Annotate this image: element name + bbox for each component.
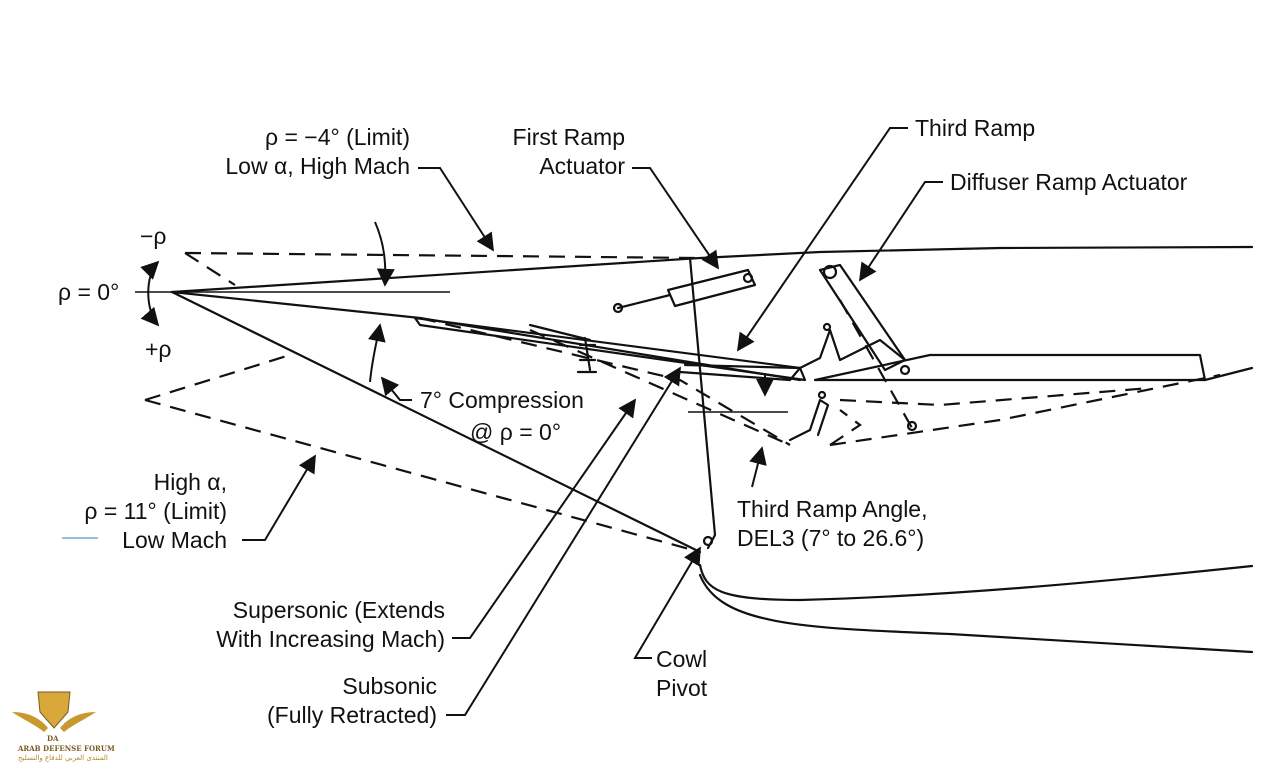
- ramp-dashed-2: [529, 328, 791, 447]
- diffuser-pin-3: [906, 420, 918, 432]
- first-ramp-label-2: Actuator: [539, 153, 625, 179]
- watermark-name: ARAB DEFENSE FORUM: [17, 744, 115, 753]
- rho-limit-neg-label-1: ρ = −4° (Limit): [265, 124, 410, 150]
- rho-neg4-dashed-line: [184, 251, 701, 260]
- high-alpha-leader: [242, 454, 316, 541]
- compression-label-2: @ ρ = 0°: [470, 419, 561, 445]
- rho-neg4-dashed-tip: [184, 252, 236, 286]
- angle-arrow-lower: [367, 323, 386, 383]
- compression-label-1: 7° Compression: [420, 387, 584, 413]
- first-ramp-leader: [632, 167, 720, 270]
- linkage-pin-2: [817, 390, 827, 400]
- diffuser-ramp-label: Diffuser Ramp Actuator: [950, 169, 1188, 195]
- cowl-lip-lower: [698, 573, 1254, 654]
- watermark-arabic: المنتدى العربي للدفاع والتسليح: [18, 754, 108, 762]
- upper-surface-line: [170, 245, 1254, 294]
- high-alpha-label-1: High α,: [154, 469, 227, 495]
- diffuser-dashed-1: [839, 386, 1151, 407]
- diffuser-leader: [859, 181, 943, 282]
- linkage-lower: [788, 398, 830, 442]
- actuator-cylinder: [666, 268, 757, 308]
- ramp-link: [528, 323, 592, 342]
- rho-neg4-leader: [418, 167, 494, 252]
- shield-icon: [37, 691, 71, 729]
- third-ramp-plate: [678, 363, 802, 382]
- linkage-pin-1: [822, 322, 832, 332]
- high-alpha-label-2: ρ = 11° (Limit): [84, 498, 227, 524]
- second-ramp-plate: [413, 316, 807, 382]
- rho-limit-neg-label-2: Low α, High Mach: [225, 153, 410, 179]
- cowl-pivot-point: [702, 535, 714, 547]
- subsonic-leader: [446, 366, 681, 716]
- rho-zero-label: ρ = 0°: [58, 279, 119, 305]
- third-ramp-label: Third Ramp: [915, 115, 1035, 141]
- pos-rho-label: +ρ: [145, 336, 172, 362]
- cowl-label-1: Cowl: [656, 646, 707, 672]
- cowl-lip-upper: [698, 563, 1254, 602]
- leaders: [140, 127, 943, 716]
- diffuser-dashed-2: [829, 373, 1221, 447]
- compression-leader: [380, 376, 412, 401]
- third-ramp-angle-label-2: DEL3 (7° to 26.6°): [737, 525, 924, 551]
- cowl-label-2: Pivot: [656, 675, 708, 701]
- subsonic-label-2: (Fully Retracted): [267, 702, 437, 728]
- first-ramp-label-1: First Ramp: [513, 124, 625, 150]
- high-alpha-dashed-lower: [144, 398, 701, 554]
- inlet-geometry: [135, 245, 1254, 654]
- actuator-pin-1: [612, 302, 624, 314]
- angle-arrow-upper: [374, 221, 395, 287]
- actuator-rod: [616, 293, 672, 310]
- lower-ramp-line: [170, 290, 702, 554]
- linkage-small: [576, 336, 598, 374]
- actuator-pin-2: [742, 272, 754, 284]
- diffuser-ramp: [813, 353, 1207, 382]
- diffuser-actuator-body: [818, 263, 907, 372]
- neg-rho-label: −ρ: [140, 223, 167, 249]
- ramp-angle-leader: [749, 446, 767, 488]
- high-alpha-label-3: Low Mach: [122, 527, 227, 553]
- watermark-monogram: DA: [47, 734, 59, 743]
- diffuser-actuator-pin: [822, 264, 838, 280]
- third-ramp-angle-label-1: Third Ramp Angle,: [737, 496, 927, 522]
- linkage-upper: [798, 328, 907, 370]
- third-ramp-leader: [736, 127, 908, 352]
- diffuser-tail: [1203, 366, 1254, 382]
- supersonic-label-2: With Increasing Mach): [216, 626, 445, 652]
- wing-left-icon: [12, 712, 48, 732]
- cowl-pivot-leader: [633, 546, 701, 659]
- wing-right-icon: [60, 712, 96, 732]
- labels: ρ = −4° (Limit) Low α, High Mach −ρ ρ = …: [58, 115, 1188, 728]
- subsonic-label-1: Subsonic: [342, 673, 437, 699]
- rho-arc-arrow: [140, 260, 160, 327]
- watermark-logo: DA ARAB DEFENSE FORUM المنتدى العربي للد…: [12, 691, 115, 762]
- supersonic-label-1: Supersonic (Extends: [233, 597, 445, 623]
- diffuser-pin-2: [899, 364, 911, 376]
- supersonic-leader: [452, 398, 637, 639]
